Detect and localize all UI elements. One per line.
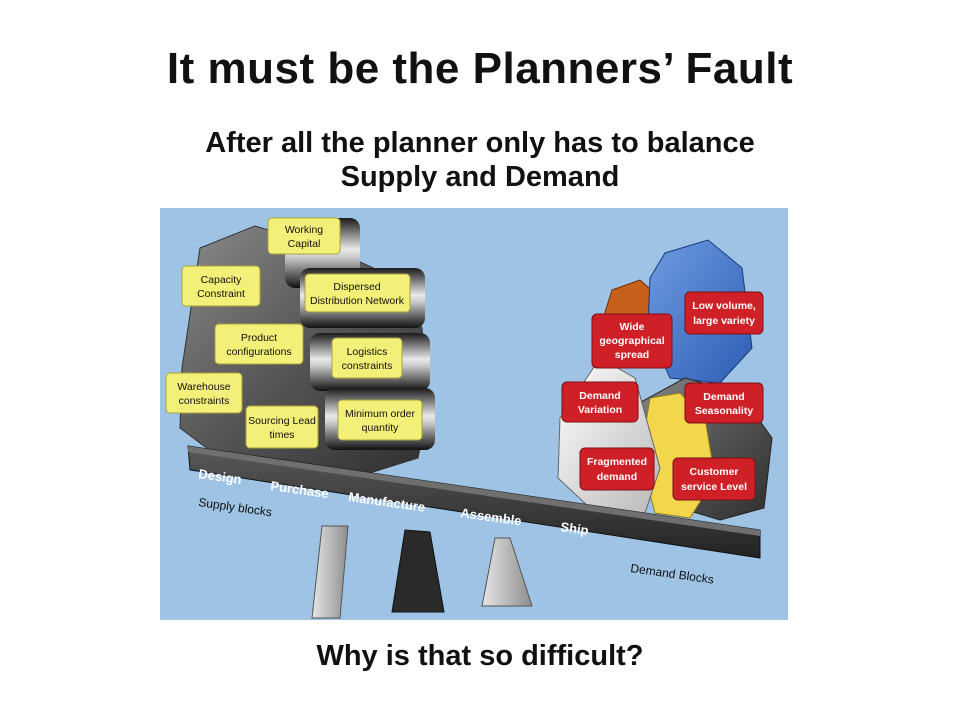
logistics-constraints-line-1: Logistics — [347, 346, 388, 358]
label-fragmented-demand: Fragmented demand — [579, 447, 655, 491]
plank-stage-design: Design — [198, 466, 243, 487]
seesaw-plank-top — [188, 446, 760, 536]
label-customer-service-level: Customer service Level — [672, 457, 756, 501]
label-logistics-constraints: Logistics constraints — [331, 337, 403, 379]
product-configurations-line-1: Product — [241, 332, 277, 344]
product-configurations-line-2: configurations — [226, 346, 291, 358]
support-right — [481, 537, 533, 607]
minimum-order-quantity-line-1: Minimum order — [345, 408, 416, 420]
subtitle-line-2: Supply and Demand — [340, 161, 620, 193]
label-sourcing-lead-times: Sourcing Lead times — [245, 405, 319, 449]
fragmented-demand-line-1: Fragmented — [587, 456, 647, 468]
label-wide-geographical-spread: Wide geographical spread — [591, 313, 673, 369]
label-capacity-constraint: Capacity Constraint — [181, 265, 261, 307]
wide-geographical-spread-line-1: Wide — [620, 321, 645, 333]
seesaw-illustration: Design Purchase Manufacture Assemble Shi… — [160, 208, 788, 620]
label-demand-seasonality: Demand Seasonality — [684, 382, 764, 424]
minimum-order-quantity-line-2: quantity — [362, 422, 400, 434]
sourcing-lead-times-line-2: times — [269, 429, 294, 441]
low-volume-line-1: Low volume, — [692, 300, 756, 312]
plank-stage-ship: Ship — [560, 519, 590, 538]
slide-subtitle: After all the planner only has to balanc… — [0, 126, 960, 194]
sourcing-lead-times-line-1: Sourcing Lead — [248, 415, 316, 427]
label-demand-variation: Demand Variation — [561, 381, 639, 423]
demand-seasonality-line-1: Demand — [703, 391, 744, 403]
slide-title: It must be the Planners’ Fault — [166, 44, 794, 93]
slide-footer-question: Why is that so difficult? — [316, 640, 644, 672]
warehouse-constraints-line-2: constraints — [179, 395, 230, 407]
customer-service-level-line-2: service Level — [681, 481, 747, 493]
label-working-capital: Working Capital — [267, 217, 341, 255]
label-dispersed-distribution-network: Dispersed Distribution Network — [304, 273, 411, 313]
support-left — [311, 525, 349, 619]
capacity-constraint-line-2: Constraint — [197, 288, 245, 300]
label-warehouse-constraints: Warehouse constraints — [165, 372, 243, 414]
demand-seasonality-line-2: Seasonality — [695, 405, 754, 417]
dispersed-distribution-line-1: Dispersed — [333, 281, 380, 293]
demand-variation-line-1: Demand — [579, 390, 620, 402]
label-minimum-order-quantity: Minimum order quantity — [337, 399, 423, 441]
low-volume-line-2: large variety — [693, 315, 755, 327]
working-capital-line-1: Working — [285, 224, 323, 236]
label-product-configurations: Product configurations — [214, 323, 304, 365]
supply-demand-seesaw-diagram: Design Purchase Manufacture Assemble Shi… — [160, 208, 788, 620]
support-center — [391, 529, 445, 613]
demand-variation-line-2: Variation — [578, 404, 622, 416]
subtitle-line-1: After all the planner only has to balanc… — [205, 127, 755, 159]
customer-service-level-line-1: Customer — [689, 466, 738, 478]
wide-geographical-spread-line-2: geographical — [599, 335, 664, 347]
fragmented-demand-line-2: demand — [597, 471, 637, 483]
capacity-constraint-line-1: Capacity — [201, 274, 243, 286]
working-capital-line-2: Capital — [288, 238, 321, 250]
wide-geographical-spread-line-3: spread — [615, 349, 649, 361]
warehouse-constraints-line-1: Warehouse — [177, 381, 230, 393]
logistics-constraints-line-2: constraints — [342, 360, 393, 372]
label-low-volume-large-variety: Low volume, large variety — [684, 291, 764, 335]
dispersed-distribution-line-2: Distribution Network — [310, 295, 405, 307]
